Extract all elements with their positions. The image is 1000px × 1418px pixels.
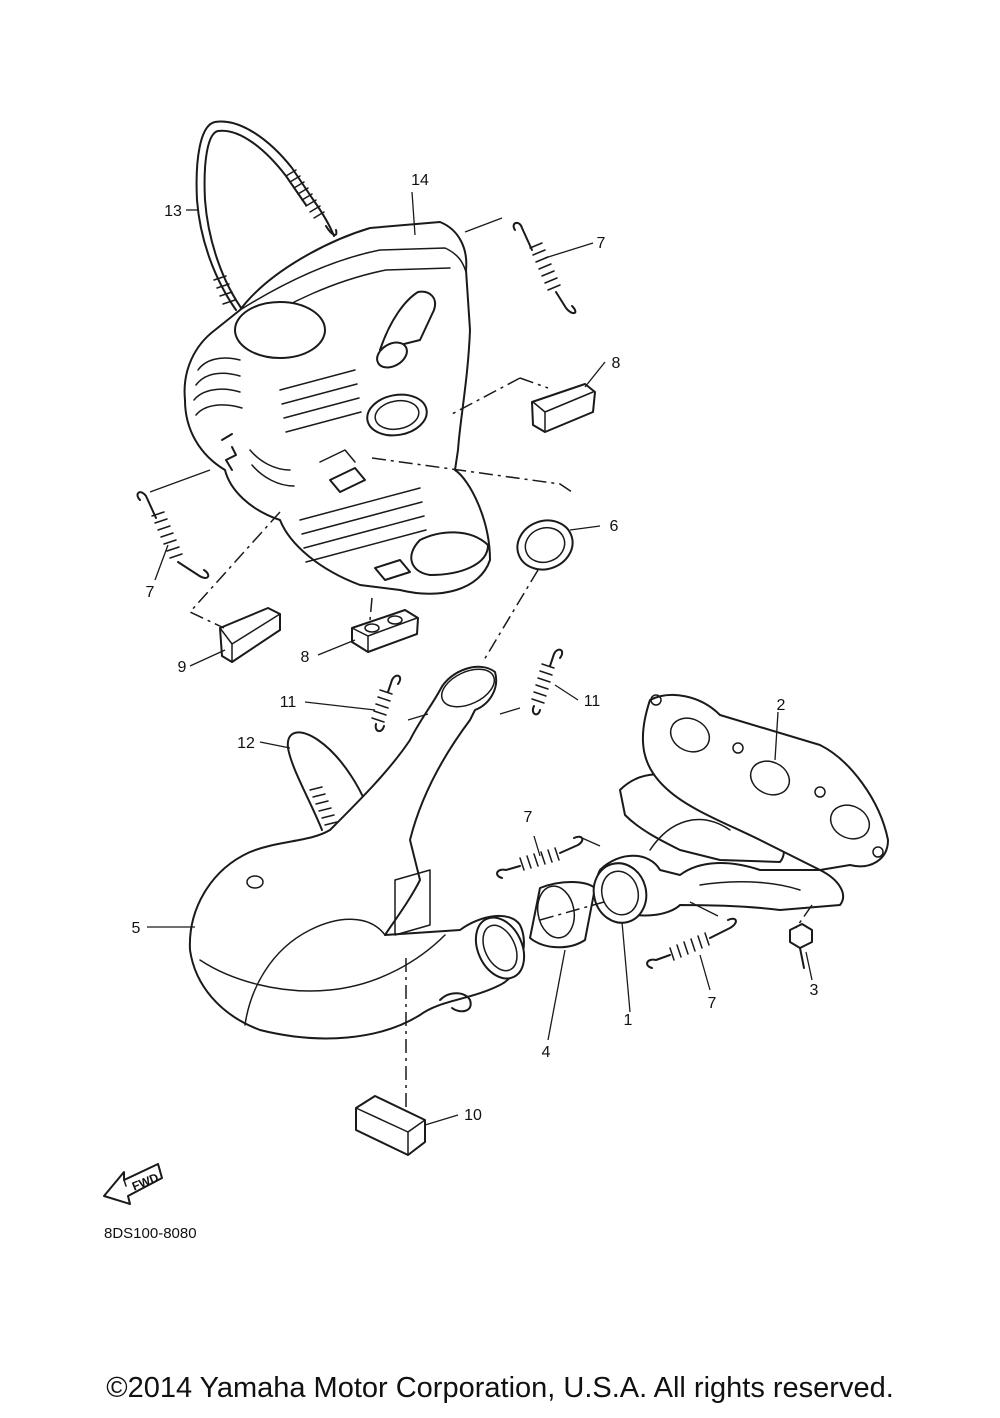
callout-labels: 14 13 7 8 6 7 8 9 11 11 2 12 7 5 7 3 1 4… [132, 172, 819, 1124]
part-3-bolt [789, 923, 813, 969]
callout-7-top: 7 [597, 235, 606, 252]
part-7-spring-top [512, 222, 577, 314]
part-14-muffler [183, 221, 491, 595]
part-13-wire [195, 120, 338, 313]
callout-leaders [147, 191, 813, 1126]
callout-12: 12 [237, 735, 255, 752]
callout-13: 13 [164, 203, 182, 220]
part-7-spring-low [646, 917, 737, 969]
part-1-exhaust-manifold [592, 773, 845, 924]
copyright-notice: ©2014 Yamaha Motor Corporation, U.S.A. A… [106, 1372, 894, 1404]
callout-4: 4 [542, 1044, 551, 1061]
callout-7-mid: 7 [524, 809, 533, 826]
diagram-code: 8DS100-8080 [104, 1225, 197, 1242]
part-7-spring-mid [496, 835, 584, 879]
fwd-label: FWD [130, 1170, 161, 1193]
part-10-protector [355, 1095, 426, 1156]
part-11-spring-right [531, 648, 564, 716]
callout-7-left: 7 [146, 584, 155, 601]
callout-9: 9 [178, 659, 187, 676]
part-6-gasket [516, 519, 574, 571]
fwd-arrow-icon: FWD [103, 1163, 163, 1205]
part-7-spring-left [136, 491, 210, 579]
callout-14: 14 [411, 172, 429, 189]
callout-2: 2 [777, 697, 786, 714]
callout-11-left: 11 [280, 694, 297, 711]
callout-8-upper: 8 [612, 355, 621, 372]
callout-1: 1 [624, 1012, 633, 1029]
part-9-damper [219, 607, 281, 663]
callout-10: 10 [464, 1107, 482, 1124]
callout-7-low: 7 [708, 995, 717, 1012]
callout-5: 5 [132, 920, 141, 937]
alignment-lines [149, 217, 813, 1110]
part-4-sleeve [529, 881, 596, 949]
part-5-expansion-chamber [188, 665, 526, 1040]
callout-8-lower: 8 [301, 649, 310, 666]
callout-6: 6 [610, 518, 619, 535]
part-11-spring-left [371, 674, 402, 732]
part-8-damper-upper [531, 383, 596, 433]
part-2-gasket [641, 694, 889, 871]
callout-11-right: 11 [584, 693, 601, 710]
callout-3: 3 [810, 982, 819, 999]
part-8-damper-lower [351, 609, 419, 653]
